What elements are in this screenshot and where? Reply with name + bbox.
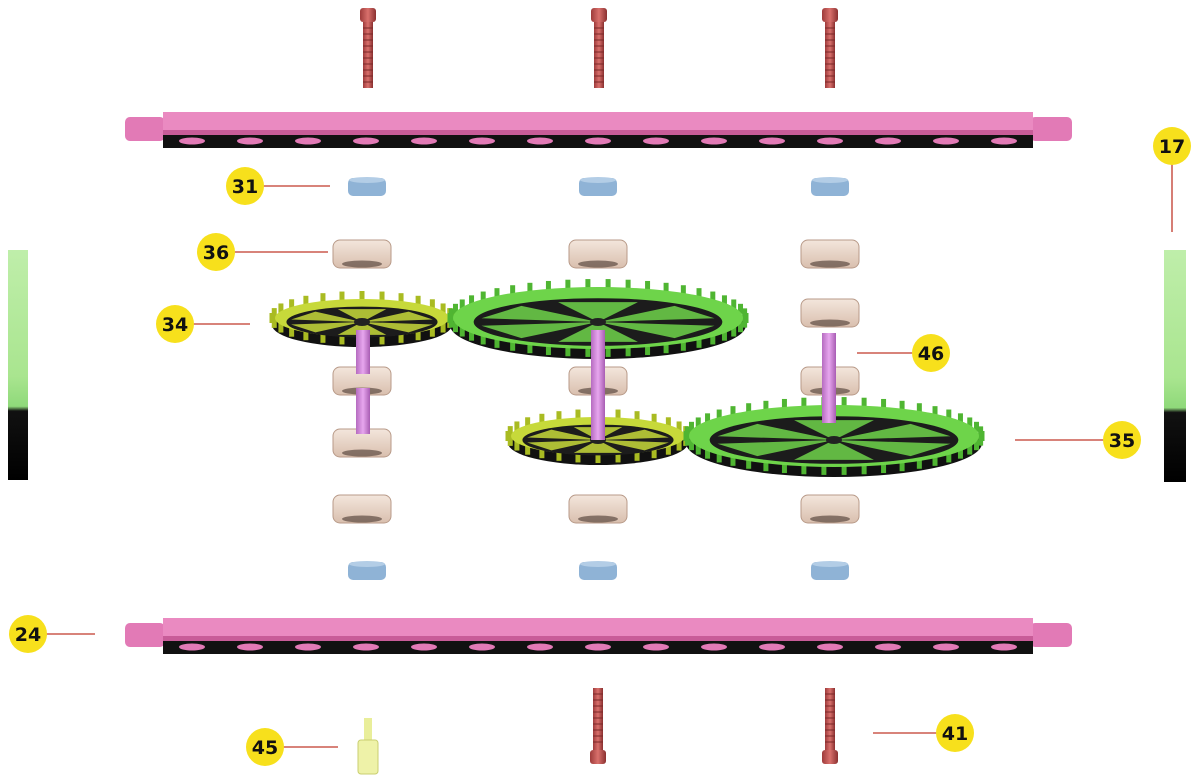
frame-hole (875, 137, 901, 145)
spacer (332, 494, 392, 524)
callout-41: 41 (936, 714, 974, 752)
svg-text:36: 36 (203, 242, 229, 264)
washer-blue (348, 177, 386, 196)
callout-24: 24 (9, 615, 47, 653)
frame-hole (295, 643, 321, 651)
frame-bar-bottom (125, 618, 1072, 654)
frame-hole (991, 137, 1017, 145)
frame-hole (643, 137, 669, 145)
spacer (332, 239, 392, 269)
shaft-left-lower (356, 388, 370, 434)
spacer (332, 428, 392, 458)
frame-hole (643, 643, 669, 651)
frame-hole (991, 643, 1017, 651)
side-panel-left (8, 250, 28, 480)
washer-blue (348, 561, 386, 580)
spacer (568, 239, 628, 269)
callout-35: 35 (1103, 421, 1141, 459)
callout-46: 46 (912, 334, 950, 372)
svg-text:35: 35 (1109, 430, 1135, 452)
frame-hole (353, 643, 379, 651)
screw-top-2 (591, 8, 607, 88)
frame-hole (237, 643, 263, 651)
frame-hole (411, 643, 437, 651)
frame-hole (237, 137, 263, 145)
washer-blue (579, 561, 617, 580)
svg-text:41: 41 (942, 723, 968, 745)
frame-bar-top (125, 112, 1072, 148)
svg-text:45: 45 (252, 737, 278, 759)
callout-17: 17 (1153, 127, 1191, 165)
side-panel-right (1164, 250, 1186, 482)
washer-blue (579, 177, 617, 196)
frame-hole (295, 137, 321, 145)
svg-text:24: 24 (15, 624, 41, 646)
spacer (800, 298, 860, 328)
frame-hole (817, 137, 843, 145)
screw-bottom-1 (590, 688, 606, 764)
callout-45: 45 (246, 728, 284, 766)
frame-hole (759, 643, 785, 651)
shaft-overlay (356, 330, 370, 374)
gear-green-upper (447, 279, 749, 359)
washer-blue (811, 177, 849, 196)
spacer (800, 239, 860, 269)
frame-hole (411, 137, 437, 145)
frame-hole (817, 643, 843, 651)
frame-hole (179, 137, 205, 145)
screw-top-1 (360, 8, 376, 88)
svg-text:17: 17 (1159, 136, 1185, 158)
spacer (568, 494, 628, 524)
frame-hole (469, 643, 495, 651)
frame-hole (353, 137, 379, 145)
callout-31: 31 (226, 167, 264, 205)
frame-hole (701, 643, 727, 651)
callout-36: 36 (197, 233, 235, 271)
frame-hole (933, 137, 959, 145)
svg-text:46: 46 (918, 343, 944, 365)
svg-text:31: 31 (232, 176, 258, 198)
shaft-overlay (591, 330, 605, 440)
frame-hole (875, 643, 901, 651)
svg-text:34: 34 (162, 314, 188, 336)
spacer (800, 494, 860, 524)
frame-hole (759, 137, 785, 145)
screw-bottom-2 (822, 688, 838, 764)
shaft-overlay (822, 333, 836, 423)
frame-hole (585, 643, 611, 651)
gear-yellow-upper (269, 291, 455, 347)
gear-green-lower (683, 397, 985, 477)
frame-hole (527, 643, 553, 651)
frame-hole (701, 137, 727, 145)
frame-hole (179, 643, 205, 651)
washer-blue (811, 561, 849, 580)
frame-hole (933, 643, 959, 651)
frame-hole (585, 137, 611, 145)
frame-hole (527, 137, 553, 145)
screw-top-3 (822, 8, 838, 88)
standoff (357, 718, 379, 775)
frame-hole (469, 137, 495, 145)
callout-34: 34 (156, 305, 194, 343)
